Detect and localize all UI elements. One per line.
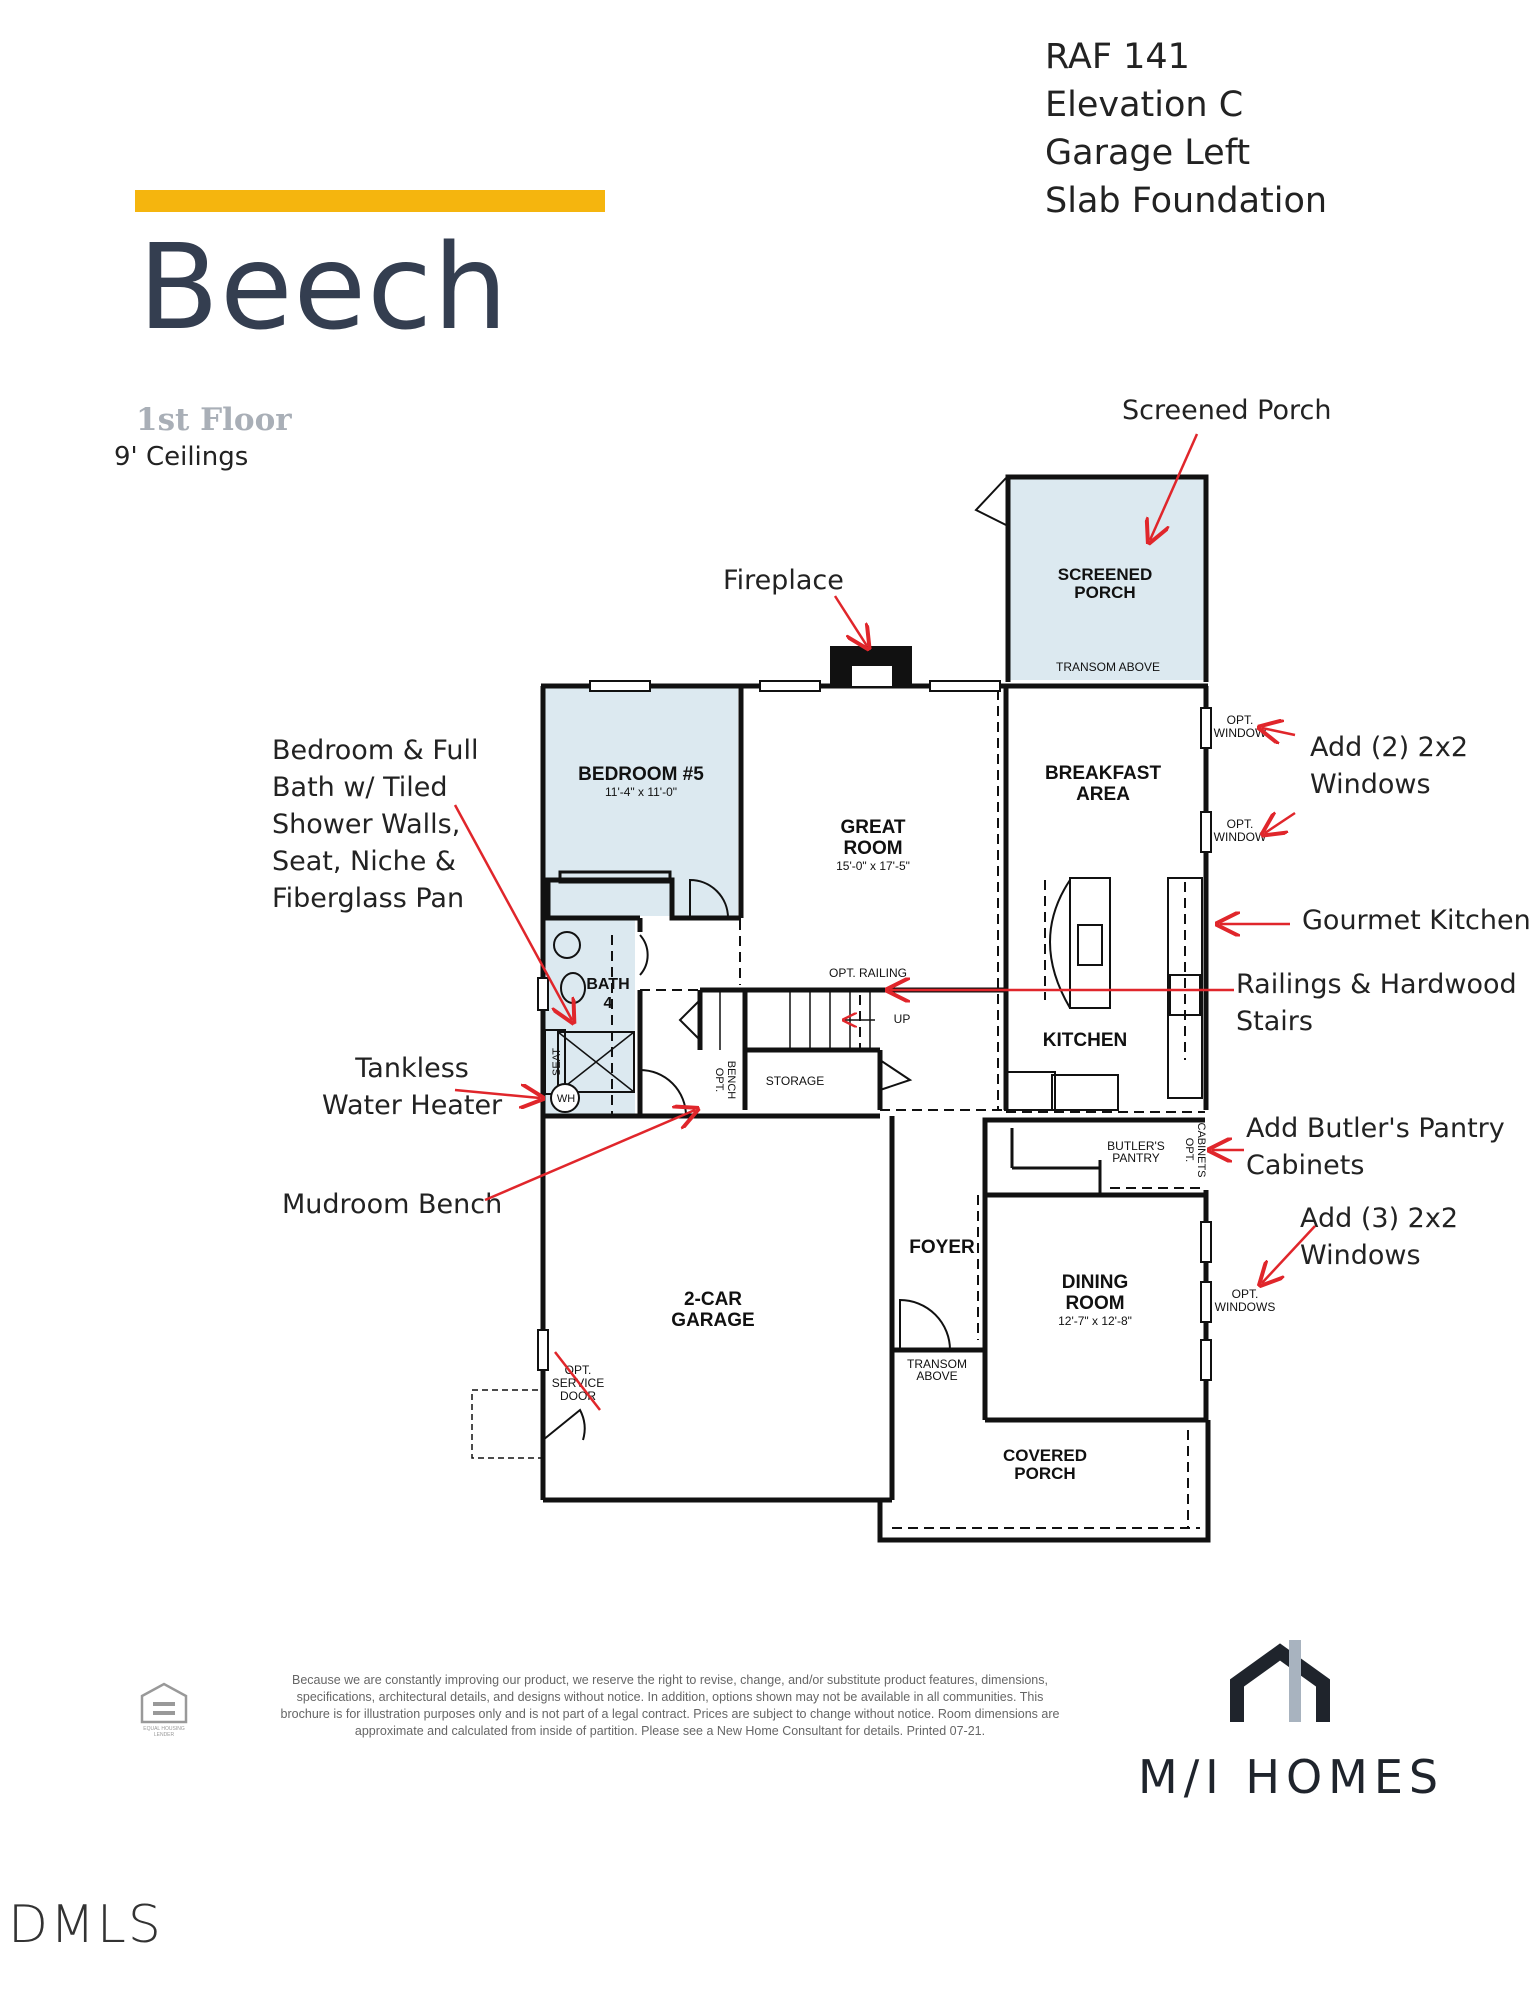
label-opt-window-2b: WINDOW <box>1214 830 1267 844</box>
equal-housing-icon: EQUAL HOUSING LENDER <box>140 1682 188 1738</box>
mi-homes-logo-icon <box>1230 1640 1330 1722</box>
label-opt-windows-a: OPT. <box>1232 1287 1259 1301</box>
label-dining-dim: 12'-7" x 12'-8" <box>1058 1314 1132 1328</box>
windows <box>537 680 1212 1381</box>
callout-windows-2: Add (2) 2x2 Windows <box>1310 732 1469 800</box>
label-opt-bench-1: OPT. <box>713 1068 725 1092</box>
counter-block <box>1004 1071 1056 1111</box>
water-heater <box>550 1083 580 1113</box>
arrow-bedroom-bath <box>453 804 572 1020</box>
bath-sink <box>553 931 581 959</box>
info-line-3: Garage Left <box>1045 133 1251 173</box>
callout-windows-3: Add (3) 2x2 Windows <box>1300 1203 1459 1271</box>
room-labels: SCREENED PORCH BEDROOM #5 GREAT ROOM BRE… <box>578 565 1161 1483</box>
arrow-window-1 <box>1262 728 1296 735</box>
label-opt-bench-2: BENCH <box>725 1061 737 1100</box>
callout-butlers-cabinets: Add Butler's Pantry Cabinets <box>1246 1113 1505 1181</box>
label-butlers-2: PANTRY <box>1112 1151 1160 1165</box>
callout-arrows <box>453 433 1316 1283</box>
floor-label: 1st Floor <box>136 402 292 438</box>
label-great-room-1: GREAT <box>840 817 905 838</box>
label-bath4-1: BATH <box>586 976 629 993</box>
small-labels: TRANSOM ABOVE 11'-4" x 11'-0" 15'-0" x 1… <box>552 660 1276 1403</box>
label-opt-window-1a: OPT. <box>1227 713 1254 727</box>
screened-porch-fill <box>1007 477 1205 680</box>
arrow-fireplace <box>833 595 867 646</box>
label-wh: WH <box>557 1093 575 1105</box>
callout-screened-porch: Screened Porch <box>1122 395 1332 426</box>
arrow-window-2 <box>1265 813 1296 833</box>
label-great-room-dim: 15'-0" x 17'-5" <box>836 859 910 873</box>
accent-bar <box>135 190 605 212</box>
label-breakfast-2: AREA <box>1076 784 1130 805</box>
label-dining-2: ROOM <box>1065 1293 1124 1314</box>
shower <box>557 1031 635 1093</box>
eho-text-2: LENDER <box>154 1732 175 1738</box>
label-opt-railing: OPT. RAILING <box>829 966 907 980</box>
label-breakfast-1: BREAKFAST <box>1045 763 1162 784</box>
label-opt-window-2a: OPT. <box>1227 817 1254 831</box>
label-screened-porch-1: SCREENED <box>1058 565 1152 584</box>
range <box>1051 1074 1119 1111</box>
label-transom-foyer-1: TRANSOM <box>907 1357 967 1371</box>
label-garage-1: 2-CAR <box>684 1289 742 1310</box>
label-dining-1: DINING <box>1062 1272 1129 1293</box>
porch-door <box>974 477 1007 526</box>
service-door-x <box>554 1351 601 1411</box>
callout-gourmet-kitchen: Gourmet Kitchen <box>1302 905 1529 936</box>
info-line-2: Elevation C <box>1045 85 1244 125</box>
label-bedroom5: BEDROOM #5 <box>578 764 704 785</box>
cooktop <box>1169 974 1201 1016</box>
callout-fireplace: Fireplace <box>723 565 844 596</box>
label-opt-windows-b: WINDOWS <box>1215 1300 1276 1314</box>
label-opt-window-1b: WINDOW <box>1214 726 1267 740</box>
arrow-water-heater <box>454 1090 540 1098</box>
arrow-windows-3 <box>1262 1225 1316 1283</box>
label-transom-porch: TRANSOM ABOVE <box>1056 660 1160 674</box>
shower-diag-2 <box>557 1031 635 1093</box>
service-door-pad <box>471 1389 545 1459</box>
kitchen-sink <box>1077 924 1103 966</box>
label-kitchen: KITCHEN <box>1043 1030 1127 1051</box>
callout-railings: Railings & Hardwood Stairs <box>1236 969 1517 1037</box>
label-opt-cabinets-2: CABINETS <box>1195 1122 1207 1177</box>
disclaimer: Because we are constantly improving our … <box>280 1673 1060 1738</box>
label-transom-foyer-2: ABOVE <box>916 1369 957 1383</box>
kitchen-island <box>1069 877 1111 1009</box>
label-seat: SEAT <box>551 1048 563 1076</box>
label-foyer: FOYER <box>909 1237 975 1258</box>
label-covered-porch-2: PORCH <box>1014 1464 1075 1483</box>
label-storage: STORAGE <box>766 1074 824 1088</box>
island-seating <box>1049 879 1071 1009</box>
arrow-screened-porch <box>1150 433 1199 540</box>
label-garage-2: GARAGE <box>671 1310 754 1331</box>
label-up: UP <box>894 1012 911 1026</box>
ceiling-label: 9' Ceilings <box>114 442 249 472</box>
label-covered-porch-1: COVERED <box>1003 1446 1087 1465</box>
arrow-mudroom <box>484 1110 695 1202</box>
info-line-1: RAF 141 <box>1045 37 1190 77</box>
callout-mudroom: Mudroom Bench <box>282 1189 503 1220</box>
rotated-labels: SEAT OPT. BENCH OPT. CABINETS <box>551 1048 1207 1178</box>
label-bath4-2: 4 <box>604 995 613 1012</box>
label-screened-porch-2: PORCH <box>1074 583 1135 602</box>
mls-watermark: DMLS <box>8 1895 163 1955</box>
label-bedroom5-dim: 11'-4" x 11'-0" <box>605 785 677 799</box>
eho-text-1: EQUAL HOUSING <box>143 1726 185 1732</box>
kitchen-counter <box>1167 877 1203 1099</box>
label-great-room-2: ROOM <box>843 838 902 859</box>
dashed-lines <box>611 690 1205 1529</box>
callout-water-heater: Tankless Water Heater <box>322 1053 503 1121</box>
fireplace-opening <box>852 666 892 686</box>
plan-title: Beech <box>138 218 509 356</box>
label-service-3: DOOR <box>560 1389 596 1403</box>
label-opt-cabinets-1: OPT. <box>1183 1138 1195 1162</box>
info-line-4: Slab Foundation <box>1045 181 1328 221</box>
label-butlers-1: BUTLER'S <box>1107 1139 1165 1153</box>
callout-bedroom-bath: Bedroom & Full Bath w/ Tiled Shower Wall… <box>272 735 479 914</box>
brand-name: M/I HOMES <box>1138 1750 1445 1804</box>
